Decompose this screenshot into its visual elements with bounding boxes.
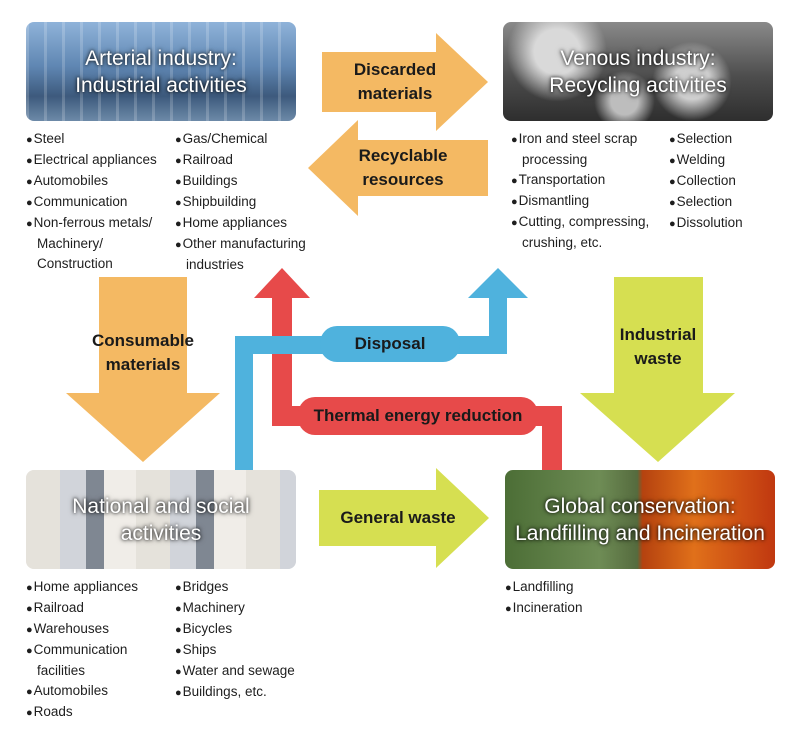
thermal-energy-path — [272, 296, 562, 470]
list-item: Collection — [669, 171, 743, 192]
list-item: Buildings — [175, 171, 306, 192]
arterial-list-col1: Steel Electrical appliances Automobiles … — [26, 129, 157, 274]
global-title-line2: Landfilling and Incineration — [515, 521, 765, 545]
national-title-line2: activities — [120, 521, 202, 545]
disposal-arrowhead — [468, 268, 528, 298]
recyclable-resources-label: Recyclable resources — [338, 144, 468, 192]
list-item-continued: industries — [186, 257, 244, 272]
venous-list-col2: Selection Welding Collection Selection D… — [669, 129, 743, 234]
list-item: Selection — [669, 192, 743, 213]
list-item: Steel — [26, 129, 157, 150]
list-item: Ships — [175, 640, 295, 661]
list-item-continued: crushing, etc. — [522, 235, 603, 250]
list-item: Communication — [26, 192, 157, 213]
global-title-line1: Global conservation: — [544, 494, 736, 518]
list-item: Other manufacturing — [175, 234, 306, 255]
list-item: Bridges — [175, 577, 295, 598]
list-item: Shipbuilding — [175, 192, 306, 213]
thermal-energy-arrowhead — [254, 268, 310, 298]
list-item: Home appliances — [26, 577, 138, 598]
recyclable-line1: Recyclable — [358, 146, 448, 165]
list-item: Welding — [669, 150, 743, 171]
global-conservation-box: Global conservation: Landfilling and Inc… — [505, 470, 775, 569]
national-list-col1: Home appliances Railroad Warehouses Comm… — [26, 577, 138, 723]
list-item: Automobiles — [26, 681, 138, 702]
list-item: Electrical appliances — [26, 150, 157, 171]
list-item: Roads — [26, 702, 138, 723]
list-item: Automobiles — [26, 171, 157, 192]
venous-list-col1: Iron and steel scrap processing Transpor… — [511, 129, 650, 253]
disposal-pill: Disposal — [320, 326, 460, 362]
consumable-materials-arrow — [66, 277, 220, 462]
list-item: Buildings, etc. — [175, 682, 295, 703]
list-item: Machinery — [175, 598, 295, 619]
recyclable-resources-arrow — [308, 120, 488, 216]
consumable-line2: materials — [105, 355, 181, 374]
national-list-col2: Bridges Machinery Bicycles Ships Water a… — [175, 577, 295, 703]
list-item: Cutting, compressing, — [511, 212, 650, 233]
industrial-waste-line2: waste — [634, 349, 682, 368]
national-title-line1: National and social — [72, 494, 250, 518]
thermal-energy-pill: Thermal energy reduction — [298, 397, 538, 435]
industrial-waste-label: Industrial waste — [598, 323, 718, 371]
list-item: Warehouses — [26, 619, 138, 640]
general-waste-arrow — [319, 468, 489, 568]
list-item-continued: Machinery/ — [37, 236, 104, 251]
venous-title-line1: Venous industry: — [560, 46, 716, 70]
discarded-materials-arrow — [322, 33, 488, 131]
list-item: Home appliances — [175, 213, 306, 234]
list-item: Communication — [26, 640, 138, 661]
list-item-continued: Construction — [37, 256, 113, 271]
general-waste-label: General waste — [340, 508, 456, 527]
consumable-materials-label: Consumable materials — [73, 329, 213, 377]
list-item: Non-ferrous metals/ — [26, 213, 157, 234]
arterial-title-line1: Arterial industry: — [85, 46, 237, 70]
list-item: Landfilling — [505, 577, 582, 598]
industrial-waste-arrow — [580, 277, 735, 462]
list-item: Gas/Chemical — [175, 129, 306, 150]
list-item: Railroad — [175, 150, 306, 171]
list-item-continued: processing — [522, 152, 588, 167]
list-item: Railroad — [26, 598, 138, 619]
list-item: Bicycles — [175, 619, 295, 640]
industrial-waste-line1: Industrial — [619, 325, 697, 344]
recyclable-line2: resources — [362, 170, 444, 189]
consumable-line1: Consumable — [91, 331, 195, 350]
arterial-industry-box: Arterial industry: Industrial activities — [26, 22, 296, 121]
list-item: Dissolution — [669, 213, 743, 234]
list-item-continued: facilities — [37, 663, 86, 678]
venous-industry-box: Venous industry: Recycling activities — [503, 22, 773, 121]
list-item: Dismantling — [511, 191, 649, 212]
list-item: Selection — [669, 129, 743, 150]
arterial-title-line2: Industrial activities — [75, 73, 247, 97]
discarded-line2: materials — [357, 84, 433, 103]
global-list-col1: Landfilling Incineration — [505, 577, 583, 619]
venous-title-line2: Recycling activities — [549, 73, 727, 97]
national-social-box: National and social activities — [26, 470, 296, 569]
list-item: Water and sewage — [175, 661, 295, 682]
list-item: Transportation — [511, 170, 649, 191]
list-item: Incineration — [505, 598, 583, 619]
list-item: Iron and steel scrap — [511, 129, 649, 150]
discarded-line1: Discarded — [353, 60, 437, 79]
arterial-list-col2: Gas/Chemical Railroad Buildings Shipbuil… — [175, 129, 306, 275]
discarded-materials-label: Discarded materials — [335, 58, 455, 106]
